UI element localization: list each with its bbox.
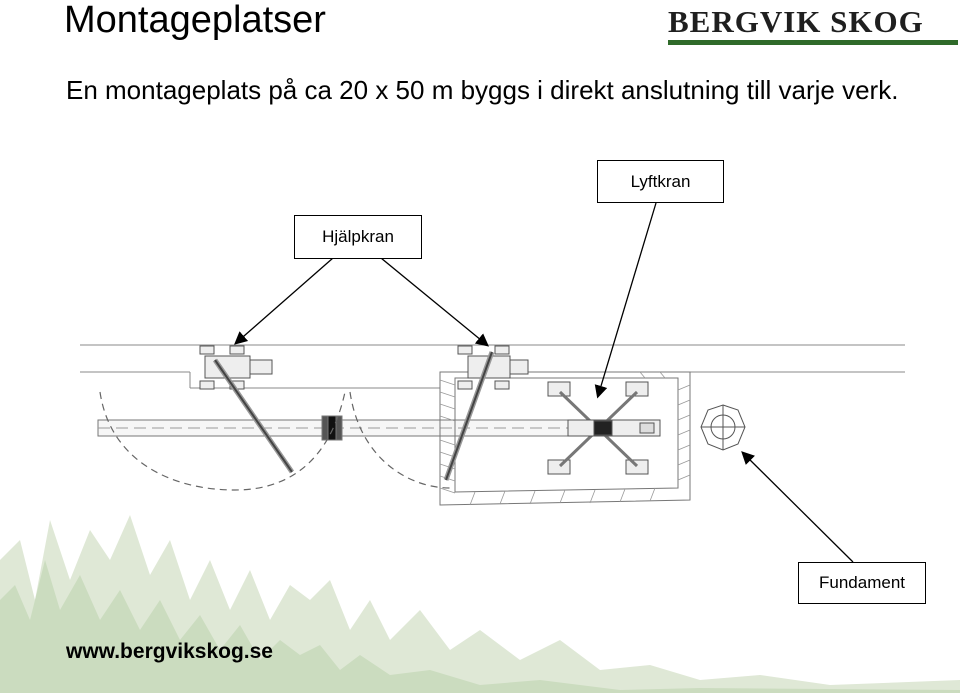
fundament-arrow [741, 451, 854, 563]
main-lift-crane [547, 381, 661, 475]
fundament-label-text: Fundament [819, 573, 905, 592]
annotation-arrows [234, 202, 854, 563]
website-url: www.bergvikskog.se [66, 640, 273, 663]
crane-swing-arcs [99, 391, 451, 491]
bergvik-skog-logo: BERGVIK SKOG [668, 4, 958, 48]
assist-crane-1 [199, 345, 295, 474]
page-title: Montageplatser [64, 0, 326, 41]
logo-underline [668, 40, 958, 45]
lyftkran-label: Lyftkran [597, 160, 724, 203]
body-text: En montageplats på ca 20 x 50 m byggs i … [66, 75, 899, 105]
lyftkran-label-text: Lyftkran [630, 171, 691, 191]
fundament-label: Fundament [798, 562, 926, 604]
assist-crane-2 [443, 345, 529, 481]
lyftkran-arrow [594, 202, 657, 399]
hjalpkran-label: Hjälpkran [294, 215, 422, 259]
foundation [700, 404, 746, 451]
logo-text: BERGVIK SKOG [668, 4, 924, 39]
hjalpkran-arrow-left [234, 257, 334, 345]
hjalpkran-label-text: Hjälpkran [322, 227, 394, 246]
hjalpkran-arrow-right [380, 257, 490, 347]
